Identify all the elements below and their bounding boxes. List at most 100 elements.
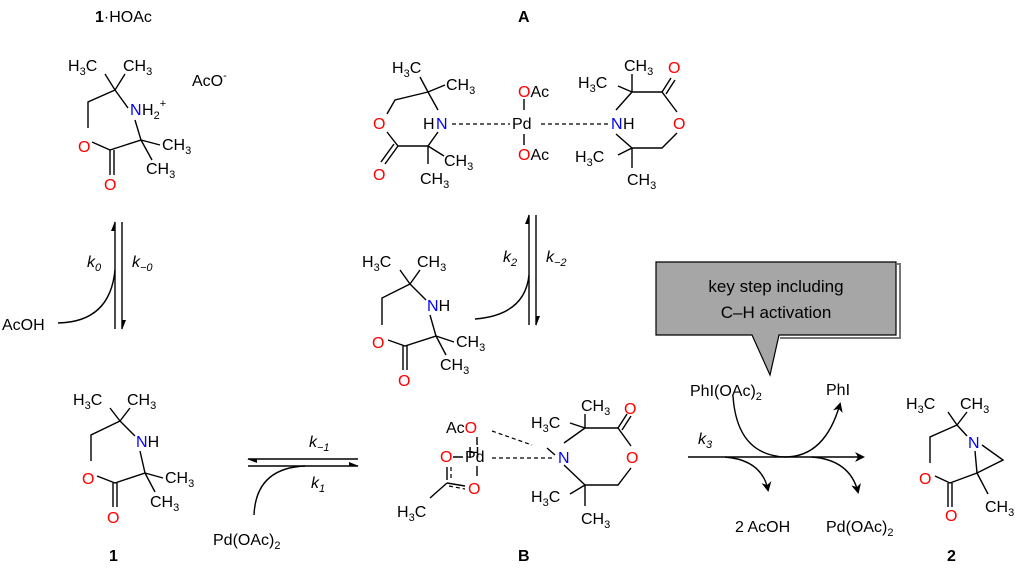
oxidation-step-k3: k3 PhI(OAc)2 PhI 2 AcOH Pd(OAc)2 (688, 382, 893, 539)
rate-k3: k3 (698, 431, 713, 451)
methyl-label: CH3 (581, 511, 610, 531)
ligand-curved-arrow (474, 274, 530, 320)
methyl-label: CH3 (150, 494, 179, 514)
bonds (112, 483, 118, 507)
acoh-reagent: AcOH (2, 317, 45, 334)
ring-oxygen: O (626, 450, 638, 467)
compound-1-hoac: 1·HOAc H3C CH3 AcO- N H2+ O CH3 CH3 O (68, 9, 227, 194)
ring-oxygen: O (82, 471, 94, 488)
complex-B-label: B (518, 548, 530, 565)
methyl-label: CH3 (456, 334, 485, 354)
complex-B: AcO H O Pd O H3C N CH3 O H3C O H3C CH3 B (397, 398, 638, 565)
nitrogen-atom: N (558, 450, 570, 467)
bonds (929, 411, 968, 463)
aziridine-nitrogen: N (968, 435, 980, 452)
callout-line-1: key step including (708, 277, 843, 296)
methyl-label: H3C (906, 396, 935, 416)
amine-h: H (423, 116, 435, 133)
methyl-label: CH3 (624, 58, 653, 78)
oxygen-atom: O (440, 449, 452, 466)
amine-h: H (623, 116, 635, 133)
methyl-label: CH3 (162, 137, 191, 157)
methyl-label: H3C (531, 489, 560, 509)
nitrogen-atom: N (611, 116, 623, 133)
palladium: Pd (465, 449, 485, 466)
bonds (387, 314, 455, 356)
bonds (429, 467, 466, 499)
amine-nh: NH (136, 434, 159, 451)
rate-k-minus2: k−2 (546, 249, 567, 269)
pd-o-bonds (453, 437, 478, 476)
oac-ligand-bottom: OAc (518, 147, 549, 164)
methyl-label: CH3 (420, 171, 449, 191)
delocalized-bonds (448, 467, 466, 490)
methyl-label: H3C (578, 75, 607, 95)
rate-k-minus1: k−1 (309, 434, 330, 454)
rate-k2: k2 (503, 249, 517, 269)
bonds (386, 131, 445, 164)
carbonyl-oxygen: O (668, 60, 680, 77)
methyl-label: CH3 (417, 254, 446, 274)
bonds (96, 450, 164, 493)
carbonyl-oxygen: O (945, 508, 957, 525)
oxygen-atom: O (468, 481, 480, 498)
bonds (402, 346, 408, 370)
methyl-label: CH3 (581, 398, 610, 418)
oac-ligand-top: OAc (518, 84, 549, 101)
methyl-label: CH3 (165, 470, 194, 490)
callout-line-2: C–H activation (721, 303, 832, 322)
methyl-label: CH3 (446, 77, 475, 97)
bonds (386, 91, 429, 115)
methyl-label: H3C (73, 392, 102, 412)
rate-k1: k1 (311, 475, 325, 495)
bonds (563, 414, 632, 447)
pd-release-arrow (811, 456, 861, 494)
equilibrium-k1: k−1 k1 Pd(OAc)2 (213, 434, 359, 552)
methyl-label: CH3 (960, 396, 989, 416)
nitrogen-atom: N (130, 102, 142, 119)
key-step-callout: key step including C–H activation (655, 261, 901, 377)
ring-oxygen: O (78, 139, 90, 156)
rate-k0: k0 (87, 254, 102, 274)
compound-1: H3C CH3 NH O CH3 CH3 O 1 (73, 392, 194, 565)
methyl-label: H3C (397, 504, 426, 524)
bonds (419, 76, 446, 111)
methyl-label: CH3 (985, 499, 1014, 519)
compound-1-hoac-label: 1·HOAc (95, 9, 152, 26)
methyl-label: CH3 (146, 161, 175, 181)
h-bond (491, 430, 533, 446)
rate-k-minus0: k−0 (132, 254, 153, 274)
complex-A: A H3C CH3 O H N CH3 CH3 O Pd OAc OAc CH3… (373, 9, 685, 192)
acetate-anion: AcO- (192, 70, 227, 90)
pd-curved-arrow (253, 465, 306, 516)
methyl-label: H3C (531, 415, 560, 435)
equilibrium-k0: AcOH k0 k−0 (2, 221, 153, 334)
carbonyl-oxygen: O (398, 373, 410, 390)
methyl-label: CH3 (123, 58, 152, 78)
amine-nh: NH (427, 298, 450, 315)
compound-2-label: 2 (947, 548, 956, 565)
methyl-label: H3C (392, 60, 421, 80)
bonds (380, 143, 399, 165)
bonds (947, 483, 953, 507)
ring-oxygen: O (373, 116, 385, 133)
bonds (90, 407, 136, 461)
phi-oac2-reagent: PhI(OAc)2 (690, 383, 762, 403)
phi-curved-arrow (732, 395, 843, 458)
carbonyl-oxygen: O (104, 177, 116, 194)
bonds (617, 413, 632, 431)
bonds (563, 464, 632, 506)
phi-product: PhI (826, 382, 850, 399)
carbonyl-oxygen: O (624, 401, 636, 418)
h-bond-hydrogen: H (468, 445, 480, 462)
bonds (661, 77, 676, 95)
acoh-release-arrow (724, 456, 772, 492)
n-h-bond (546, 447, 556, 456)
compound-2: H3C CH3 N O CH3 O 2 (906, 396, 1014, 565)
equilibrium-k2: k2 k−2 (474, 214, 567, 326)
ammonium-h2: H2+ (142, 98, 166, 122)
methyl-label: H3C (575, 149, 604, 169)
ring-oxygen: O (919, 471, 931, 488)
bonds (934, 444, 1005, 495)
acetoxy-ligand: AcO (446, 420, 477, 437)
